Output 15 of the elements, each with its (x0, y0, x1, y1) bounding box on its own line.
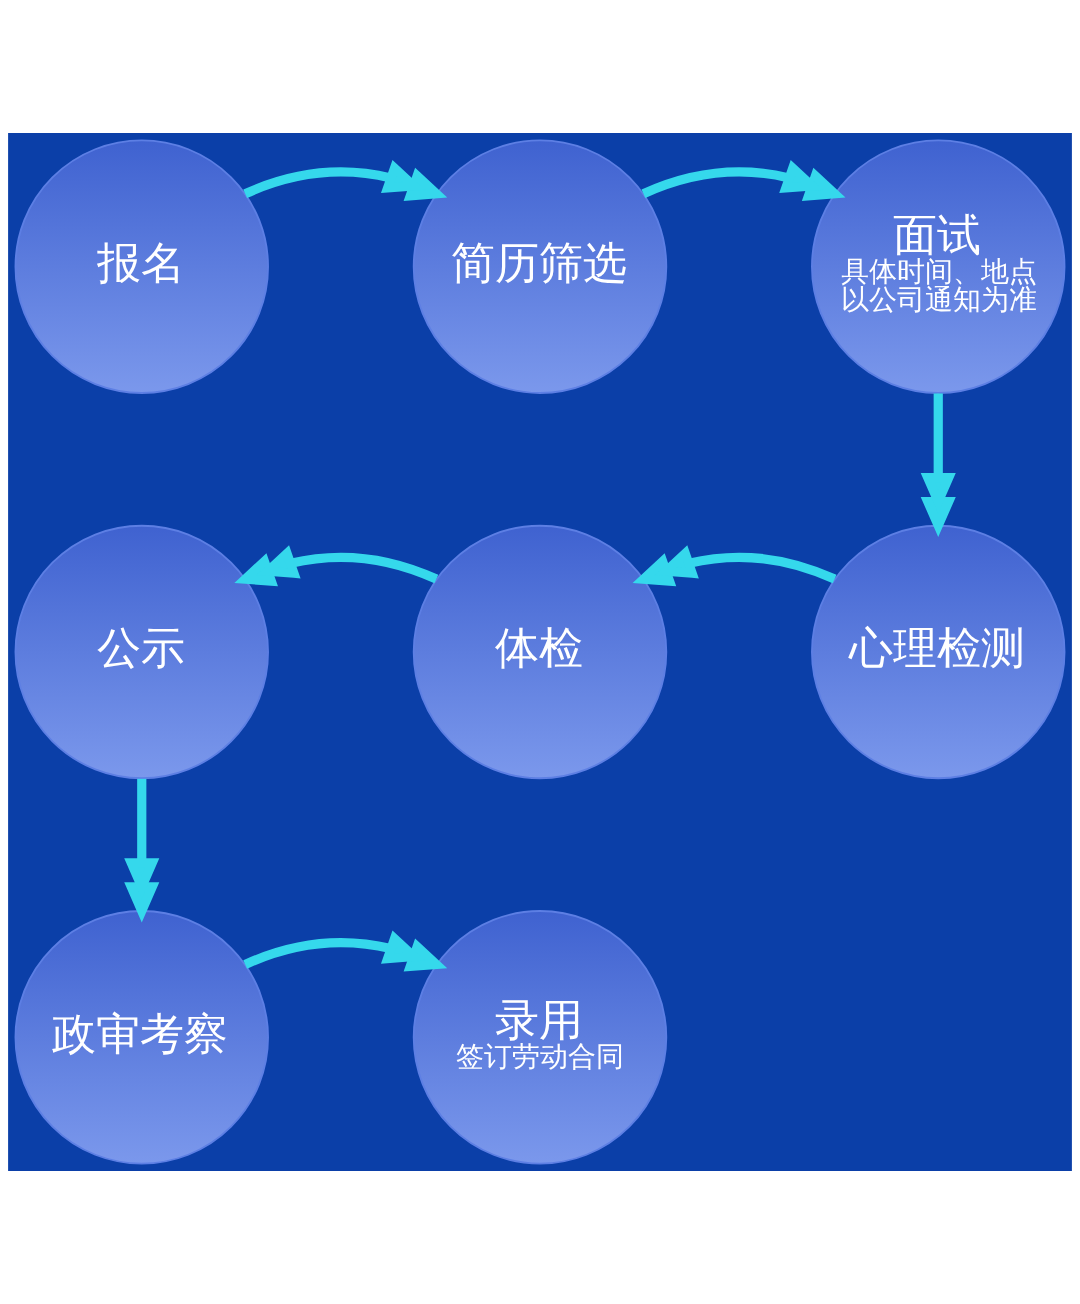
arrow (632, 545, 837, 587)
node-circle: 面试 具体时间、地点以公司通知为准 (811, 139, 1066, 394)
node-circle: 简历筛选 (412, 139, 668, 394)
arrow (920, 393, 956, 538)
node-circle: 报名 (14, 139, 269, 394)
node-circle: 体检 (412, 524, 668, 780)
node-circle: 公示 (14, 524, 269, 780)
arrow (124, 778, 160, 923)
arrow (641, 159, 846, 201)
arrow (243, 930, 448, 972)
node-circle: 政审考察 (14, 910, 269, 1165)
node-circle: 录用 签订劳动合同 (412, 910, 668, 1165)
node-circle: 心理检测 (811, 524, 1066, 780)
arrow (234, 545, 439, 587)
arrow (243, 159, 448, 201)
